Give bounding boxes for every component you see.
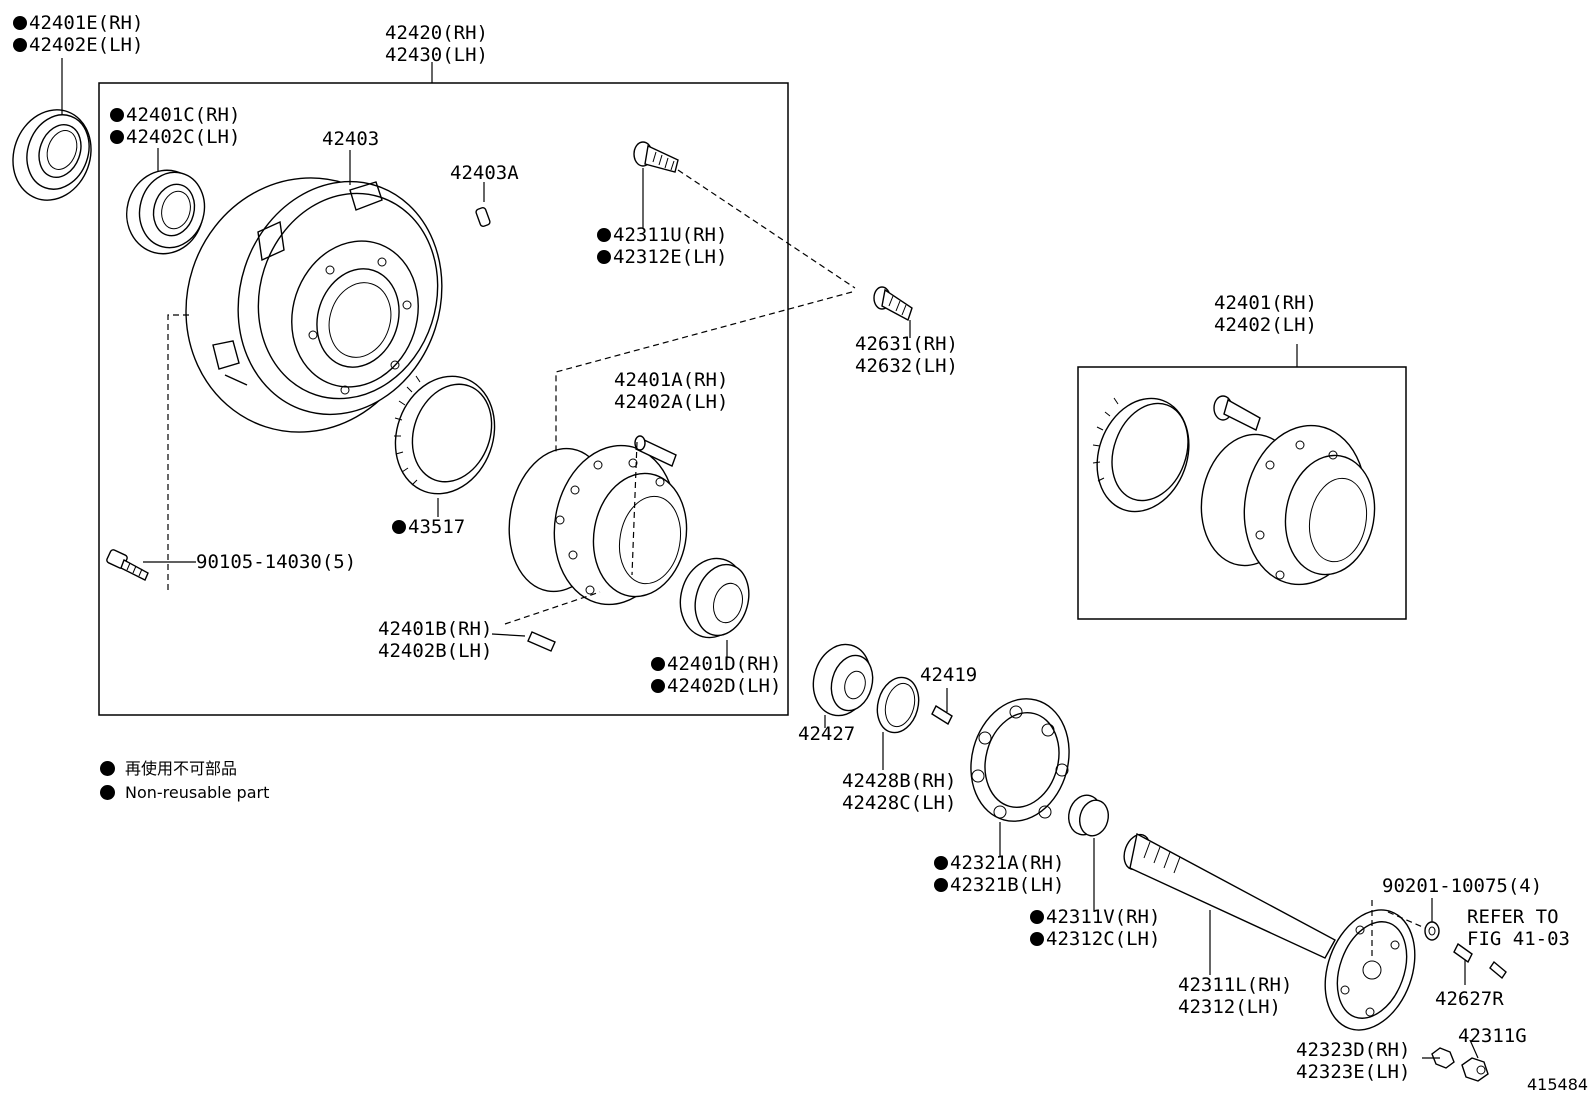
non-reusable-dot-icon — [110, 130, 124, 144]
figure-number: 415484 — [1527, 1075, 1589, 1094]
label-90105: 90105-14030(5) — [196, 551, 357, 573]
non-reusable-dot-icon — [110, 108, 124, 122]
non-reusable-dot-icon — [597, 250, 611, 264]
non-reusable-dot-icon — [13, 16, 27, 30]
label-90201: 90201-10075(4) — [1382, 875, 1543, 897]
label-line: 42402D(LH) — [651, 675, 781, 697]
non-reusable-dot-icon — [100, 761, 115, 776]
label-line: 42312C(LH) — [1030, 928, 1160, 950]
label-42419: 42419 — [920, 664, 978, 686]
non-reusable-dot-icon — [934, 878, 948, 892]
non-reusable-dot-icon — [1030, 932, 1044, 946]
part-retainer-42427 — [812, 643, 874, 717]
label-42428b: 42428B(RH) 42428C(LH) — [842, 770, 957, 814]
label-42403: 42403 — [322, 128, 380, 150]
label-42311v: 42311V(RH) 42312C(LH) — [1030, 906, 1160, 950]
label-42311u: 42311U(RH) 42312E(LH) — [597, 224, 727, 268]
label-42420: 42420(RH) 42430(LH) — [385, 22, 488, 66]
part-pin-42401b — [527, 631, 556, 652]
part-seal-42311v — [1068, 794, 1110, 837]
part-nut-42311g — [1461, 1057, 1489, 1082]
part-gasket-42428b — [876, 676, 920, 734]
label-42311l: 42311L(RH) 42312(LH) — [1178, 974, 1293, 1018]
label-42631: 42631(RH) 42632(LH) — [855, 333, 958, 377]
label-line: 43517 — [392, 516, 465, 538]
label-42401d: 42401D(RH) 42402D(LH) — [651, 653, 781, 697]
part-hub-subassembly-42401 — [1092, 395, 1376, 586]
label-line: 42401C(RH) — [110, 104, 240, 126]
legend-line-ja: 再使用不可部品 — [100, 758, 269, 780]
label-42401b: 42401B(RH) 42402B(LH) — [378, 618, 493, 662]
label-42401a: 42401A(RH) 42402A(LH) — [614, 369, 729, 413]
label-line: 42402E(LH) — [13, 34, 143, 56]
label-42321a: 42321A(RH) 42321B(LH) — [934, 852, 1064, 896]
label-42323d: 42323D(RH) 42323E(LH) — [1296, 1039, 1411, 1083]
part-nut-42323d — [1431, 1047, 1455, 1069]
label-42427: 42427 — [798, 723, 856, 745]
part-washer-90201 — [1424, 921, 1440, 941]
part-axle-hub — [508, 444, 688, 606]
label-42311g: 42311G — [1458, 1025, 1527, 1047]
part-bearing-42401c — [126, 169, 206, 255]
part-stud-bolt-42631 — [873, 286, 913, 322]
label-line: 42312E(LH) — [597, 246, 727, 268]
part-plate-42321a — [970, 698, 1070, 822]
part-bolt-42419 — [931, 704, 953, 726]
label-line: 42321B(LH) — [934, 874, 1064, 896]
label-line: 42402C(LH) — [110, 126, 240, 148]
label-43517: 43517 — [392, 516, 465, 538]
legend-line-en: Non-reusable part — [100, 782, 269, 804]
label-42403a: 42403A — [450, 162, 519, 184]
part-tone-ring-43517 — [394, 375, 496, 495]
part-brake-drum-42403 — [185, 177, 443, 433]
part-bolt-42627r — [1453, 942, 1473, 964]
part-clip-42403a — [475, 206, 491, 228]
non-reusable-dot-icon — [13, 38, 27, 52]
label-42401e: 42401E(RH) 42402E(LH) — [13, 12, 143, 56]
label-42401: 42401(RH) 42402(LH) — [1214, 292, 1317, 336]
part-axle-shaft-42311l — [1123, 832, 1416, 1031]
legend: 再使用不可部品 Non-reusable part — [100, 758, 269, 804]
part-bolt-90105 — [106, 549, 149, 581]
non-reusable-dot-icon — [100, 785, 115, 800]
assembly-box-42420 — [98, 82, 789, 716]
label-42627r: 42627R — [1435, 988, 1504, 1010]
label-42401c: 42401C(RH) 42402C(LH) — [110, 104, 240, 148]
part-bearing-42401d — [679, 557, 750, 639]
part-hub-bolt-42311u — [633, 141, 679, 173]
leader-lines — [61, 58, 1479, 1059]
non-reusable-dot-icon — [651, 679, 665, 693]
assembly-box-42401 — [1077, 366, 1407, 620]
non-reusable-dot-icon — [651, 657, 665, 671]
label-line: 42311U(RH) — [597, 224, 727, 246]
non-reusable-dot-icon — [934, 856, 948, 870]
dashed-alignment-lines — [167, 169, 1426, 960]
non-reusable-dot-icon — [392, 520, 406, 534]
label-line: 42401D(RH) — [651, 653, 781, 675]
label-line: 42401E(RH) — [13, 12, 143, 34]
part-bolt-refer — [1489, 960, 1507, 980]
label-refer: REFER TO FIG 41-03 — [1467, 906, 1570, 950]
non-reusable-dot-icon — [1030, 910, 1044, 924]
label-line: 42321A(RH) — [934, 852, 1064, 874]
non-reusable-dot-icon — [597, 228, 611, 242]
label-line: 42311V(RH) — [1030, 906, 1160, 928]
part-oil-seal-42401e — [12, 109, 92, 201]
